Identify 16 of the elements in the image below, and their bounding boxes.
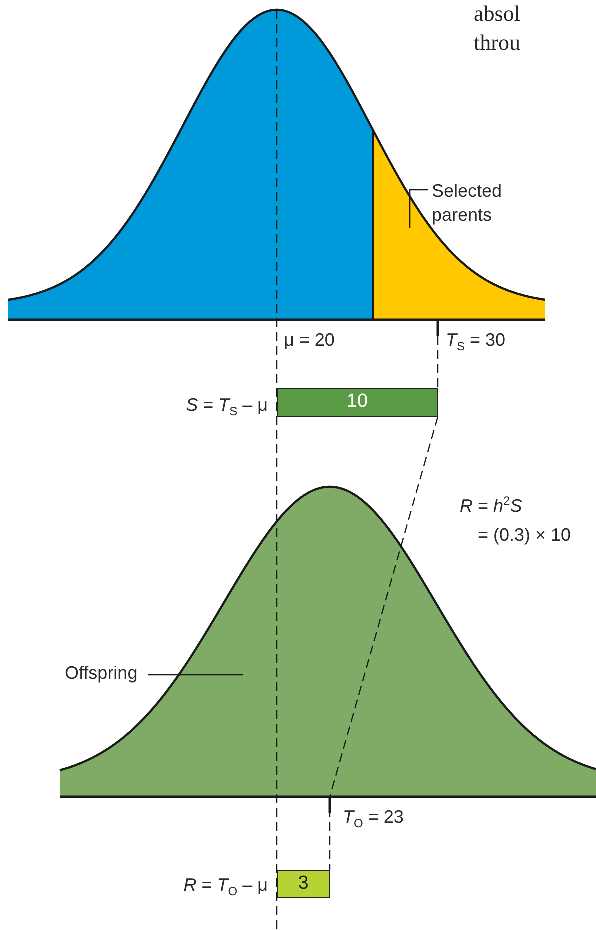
threshold-label: T$_{S}$ = 30 [446, 329, 506, 351]
selection-differential-bar: 10 [277, 388, 438, 417]
body-text-fragment: absol [474, 3, 520, 25]
dashed-connector [329, 416, 439, 870]
formula-label: = (0.3) × 10 [478, 524, 572, 546]
formula-label: R = T$_{O}$ – μ [184, 874, 268, 896]
formula-label: S = T$_{S}$ – μ [186, 394, 268, 416]
callout-text: Offspring [65, 662, 138, 684]
response-bar: 3 [277, 870, 330, 898]
leader-line [148, 674, 243, 676]
body-text-fragment: throu [474, 32, 520, 54]
callout-text: Selected parents [432, 179, 522, 227]
threshold-label: T$_{O}$ = 23 [343, 806, 404, 828]
mean-label: μ = 20 [284, 329, 335, 351]
formula-label: R = h$^{2}$S [460, 495, 522, 517]
leader-line [409, 189, 428, 228]
